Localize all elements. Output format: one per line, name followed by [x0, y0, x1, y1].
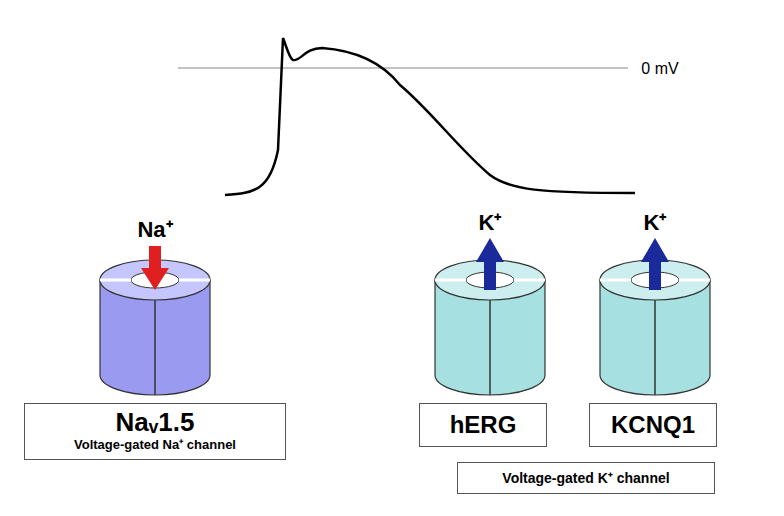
subunit-seam [154, 300, 156, 395]
channel-name: KCNQ1 [604, 411, 702, 439]
channel-name: hERG [434, 411, 532, 439]
group-label-box: Voltage-gated K⁺ channel [457, 462, 715, 494]
ion-label: Na⁺ [137, 213, 172, 243]
subunit-seam [118, 295, 120, 390]
action-potential-trace [225, 38, 635, 195]
channel-label-box: hERG [419, 403, 547, 447]
arrow-shape [641, 238, 669, 290]
channel-label-box: Naᵥ1.5Voltage-gated Na⁺ channel [24, 403, 286, 460]
arrow-shape [476, 238, 504, 290]
ion-label: K⁺ [644, 206, 667, 236]
subunit-gap [179, 279, 210, 282]
subunit-gap [514, 279, 545, 282]
subunit-gap [100, 279, 131, 282]
channel-description: Voltage-gated Na⁺ channel [39, 438, 271, 453]
ion-flow-arrow [141, 246, 169, 290]
channel-name: Naᵥ1.5 [39, 408, 271, 438]
subunit-gap [435, 279, 466, 282]
ion-label: K⁺ [479, 206, 502, 236]
subunit-seam [654, 300, 656, 395]
channel-label-box: KCNQ1 [589, 403, 717, 447]
arrow-shape [141, 246, 169, 290]
subunit-seam [453, 295, 455, 390]
subunit-gap [600, 279, 631, 282]
subunit-seam [618, 295, 620, 390]
subunit-seam [190, 295, 192, 390]
ion-flow-arrow [641, 238, 669, 290]
channel-name: Voltage-gated K⁺ channel [470, 470, 702, 486]
zero-line [178, 67, 628, 68]
voltage-label: 0 mV [641, 60, 678, 78]
subunit-gap [679, 279, 710, 282]
subunit-seam [690, 295, 692, 390]
ion-flow-arrow [476, 238, 504, 290]
subunit-seam [525, 295, 527, 390]
subunit-seam [489, 300, 491, 395]
